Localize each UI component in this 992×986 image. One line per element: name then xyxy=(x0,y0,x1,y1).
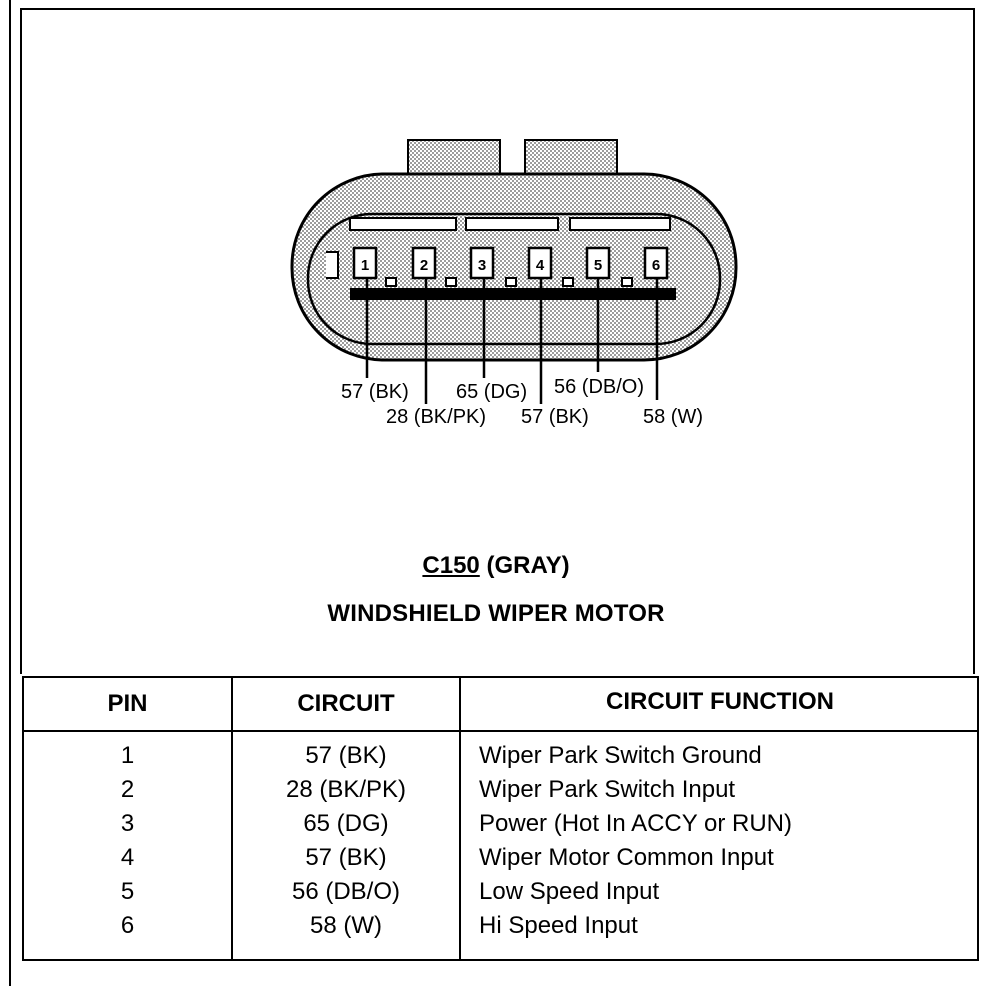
pin-leader-lines xyxy=(365,278,659,404)
pin-label-2: 28 (BK/PK) xyxy=(386,406,487,428)
cell-circuit: 28 (BK/PK) xyxy=(285,776,407,803)
connector-key-notch xyxy=(326,251,339,279)
pin-number-2: 2 xyxy=(420,257,428,274)
pin-number-3: 3 xyxy=(478,257,486,274)
cell-pin: 3 xyxy=(120,810,135,837)
pin-boxes: 1 2 3 4 5 6 xyxy=(352,246,669,280)
table-row: 5 56 (DB/O) Low Speed Input xyxy=(24,878,977,912)
component-name: WINDSHIELD WIPER MOTOR xyxy=(327,600,665,627)
cell-pin: 2 xyxy=(120,776,135,803)
cell-pin: 4 xyxy=(120,844,135,871)
table-row: 3 65 (DG) Power (Hot In ACCY or RUN) xyxy=(24,810,977,844)
cell-function: Wiper Motor Common Input xyxy=(479,844,774,871)
table-row: 6 58 (W) Hi Speed Input xyxy=(24,912,977,946)
connector-code: C150 xyxy=(422,552,480,579)
cell-circuit: 58 (W) xyxy=(310,912,382,939)
cell-pin: 5 xyxy=(120,878,135,905)
cell-function: Power (Hot In ACCY or RUN) xyxy=(479,810,792,837)
pin-label-5: 56 (DB/O) xyxy=(554,376,645,398)
header-pin: PIN xyxy=(107,690,148,717)
cell-function: Wiper Park Switch Input xyxy=(479,776,736,803)
cell-circuit: 56 (DB/O) xyxy=(291,878,401,905)
cell-function: Low Speed Input xyxy=(479,878,660,905)
pin-label-6: 58 (W) xyxy=(643,406,703,428)
cell-circuit: 57 (BK) xyxy=(305,742,387,769)
pin-number-4: 4 xyxy=(536,257,545,274)
cell-function: Wiper Park Switch Ground xyxy=(479,742,762,769)
pin-label-4: 57 (BK) xyxy=(521,406,589,428)
table-row: 1 57 (BK) Wiper Park Switch Ground xyxy=(24,742,977,776)
connector-ribs xyxy=(349,217,671,231)
header-circuit: CIRCUIT xyxy=(297,690,395,717)
connector-bus-bar xyxy=(350,288,676,300)
connector-drawing: 1 2 3 4 5 6 xyxy=(290,139,738,404)
pin-box-3 xyxy=(469,246,495,280)
pin-box-1 xyxy=(352,246,378,280)
header-rule xyxy=(24,730,977,732)
pin-label-1: 57 (BK) xyxy=(341,381,409,403)
cell-function: Hi Speed Input xyxy=(479,912,638,939)
table-row: 2 28 (BK/PK) Wiper Park Switch Input xyxy=(24,776,977,810)
header-circuit-function: CIRCUIT FUNCTION xyxy=(606,688,834,715)
cell-circuit: 57 (BK) xyxy=(305,844,387,871)
connector-diagram-panel xyxy=(20,8,975,674)
connector-spacer-bumps xyxy=(385,277,633,287)
cell-pin: 6 xyxy=(120,912,135,939)
pin-number-6: 6 xyxy=(652,257,660,274)
cell-circuit: 65 (DG) xyxy=(303,810,389,837)
pin-number-1: 1 xyxy=(361,257,369,274)
left-border-rule xyxy=(9,0,11,986)
cell-pin: 1 xyxy=(120,742,135,769)
connector-color: (GRAY) xyxy=(486,552,570,579)
pin-circuit-table: PIN CIRCUIT CIRCUIT FUNCTION 1 57 (BK) W… xyxy=(22,676,979,961)
column-divider-2 xyxy=(459,678,461,959)
column-divider-1 xyxy=(231,678,233,959)
pin-box-2 xyxy=(411,246,437,280)
pin-label-3: 65 (DG) xyxy=(456,381,528,403)
pin-number-5: 5 xyxy=(594,257,602,274)
table-row: 4 57 (BK) Wiper Motor Common Input xyxy=(24,844,977,878)
connector-title: C150 (GRAY) xyxy=(0,552,992,580)
